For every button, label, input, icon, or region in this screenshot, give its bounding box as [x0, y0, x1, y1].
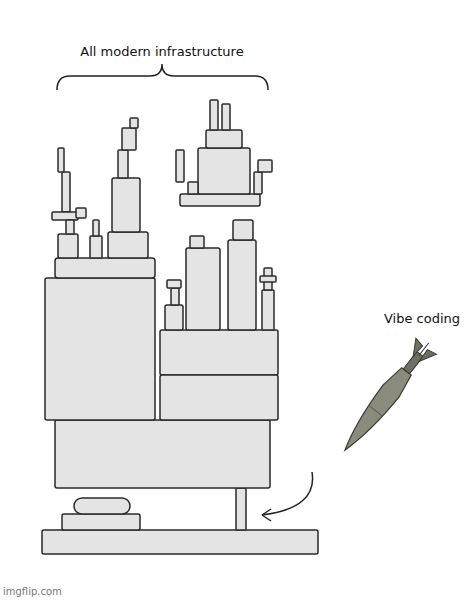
tiny-pillar	[236, 488, 246, 530]
tower-blocks	[42, 100, 318, 554]
curly-brace	[57, 64, 268, 90]
bracket-label: All modern infrastructure	[80, 44, 243, 59]
callout-label: Vibe coding	[384, 311, 460, 326]
curved-arrow	[262, 472, 313, 521]
mortar-shell	[335, 335, 439, 458]
watermark: imgflip.com	[3, 586, 62, 597]
